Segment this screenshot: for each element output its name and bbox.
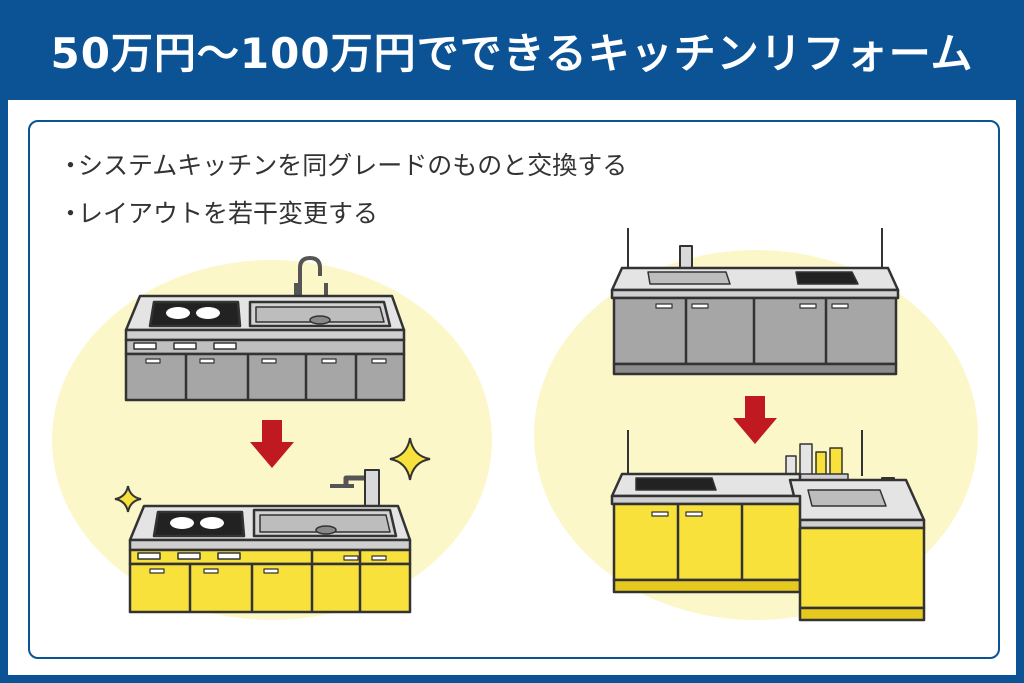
arrow-down-icon-left bbox=[250, 420, 294, 468]
bullet-text: システムキッチンを同グレードのものと交換する bbox=[78, 151, 628, 180]
sparkle-icon-left bbox=[114, 485, 142, 513]
bullet-item: ・システムキッチンを同グレードのものと交換する bbox=[58, 142, 627, 190]
bullet-list: ・システムキッチンを同グレードのものと交換する ・レイアウトを若干変更する bbox=[58, 142, 627, 238]
sparkle-icon-right bbox=[389, 437, 431, 481]
bullet-text: レイアウトを若干変更する bbox=[78, 199, 379, 228]
after-kitchen-right bbox=[610, 430, 926, 622]
page-title: 50万円〜100万円でできるキッチンリフォーム bbox=[50, 28, 974, 78]
arrow-down-icon-right bbox=[733, 396, 777, 444]
before-kitchen-left bbox=[124, 256, 406, 402]
before-kitchen-right bbox=[610, 228, 900, 376]
after-kitchen-left bbox=[128, 469, 412, 614]
bullet-item: ・レイアウトを若干変更する bbox=[58, 190, 627, 238]
